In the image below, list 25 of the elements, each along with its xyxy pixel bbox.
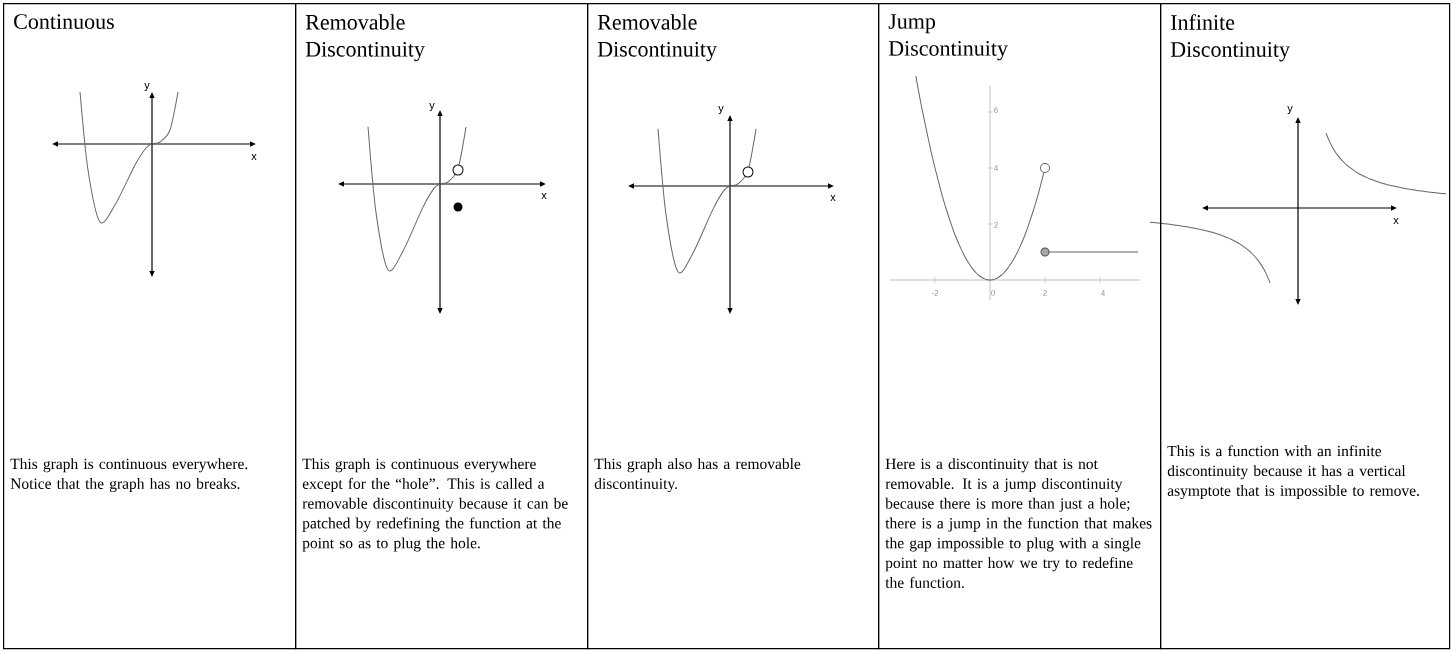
tick-label: -2: [931, 290, 939, 296]
tick-label: 6: [994, 107, 998, 113]
description: This graph is continuous everywhere. Notice that the graph has no breaks.: [10, 458, 248, 493]
axis-label: x: [541, 193, 547, 199]
column-heading: Removable Discontinuity: [597, 14, 717, 62]
axis-label: x: [1393, 218, 1399, 224]
axis-label: y: [144, 82, 150, 92]
column-heading: Infinite Discontinuity: [1170, 14, 1290, 62]
column-heading: Continuous: [14, 14, 114, 29]
axis-label: x: [251, 154, 257, 160]
description: This is a function with an infinite discontinuity because it has a vertical asymptote that is impossible to remove.: [1167, 445, 1419, 500]
column-heading: Jump Discontinuity: [888, 14, 1008, 61]
axis-label: y: [429, 102, 435, 112]
tick-label: 4: [993, 165, 998, 171]
tick-label: 2: [994, 222, 998, 228]
axis-label: y: [718, 105, 724, 115]
column-heading: Removable Discontinuity: [305, 14, 425, 62]
tick-label: 4: [1100, 290, 1105, 296]
axis-label: x: [830, 195, 836, 201]
description: This graph also has a removable discontinuity.: [594, 458, 801, 493]
axis-label: y: [1287, 105, 1293, 115]
description: Here is a discontinuity that is not removable. It is a jump discontinuity because there is more than just a hole; there is a jump in the function that makes the gap impossible to plug with a single point no matter how we try to redefine the function.: [885, 458, 1152, 588]
tick-label: 0: [991, 290, 995, 296]
description: This graph is continuous everywhere except for the “hole”. This is called a removable discontinuity because it can be patched by redefining the function at the point so as to plug the hole.: [302, 458, 568, 552]
tick-label: 2: [1043, 290, 1047, 296]
